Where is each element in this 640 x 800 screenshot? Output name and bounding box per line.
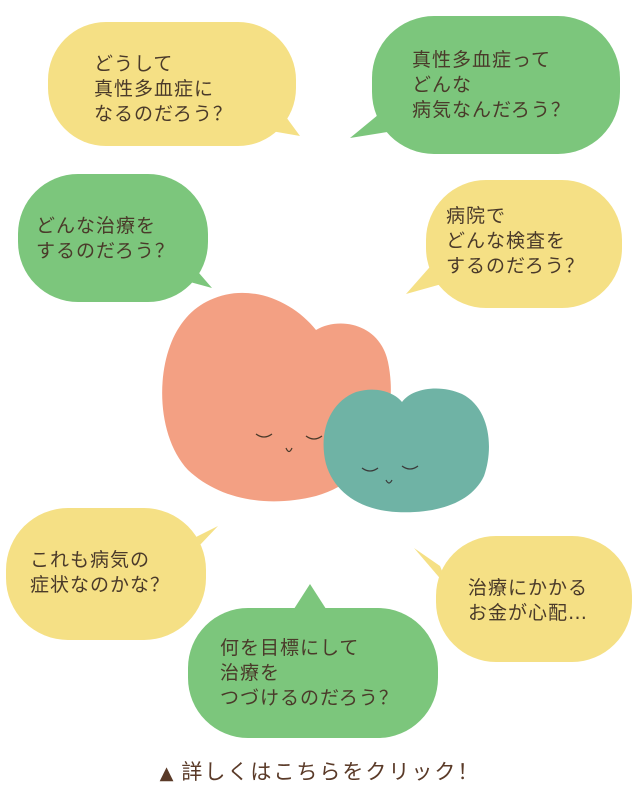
details-link-label: 詳しくはこちらをクリック！ [181,760,481,784]
bubble-symptom-shape [6,508,218,640]
bubble-hospital-exam-shape [406,180,622,308]
bubble-treatment-shape [18,174,212,302]
bubble-what-disease-shape [350,16,620,154]
bubble-why-disease-shape [48,22,300,146]
details-link[interactable]: ▲詳しくはこちらをクリック！ [0,756,640,786]
teal-blob-character [323,388,489,513]
bubble-cost-shape [414,536,632,662]
triangle-up-icon: ▲ [159,763,176,784]
bubble-goal-shape [188,584,438,738]
